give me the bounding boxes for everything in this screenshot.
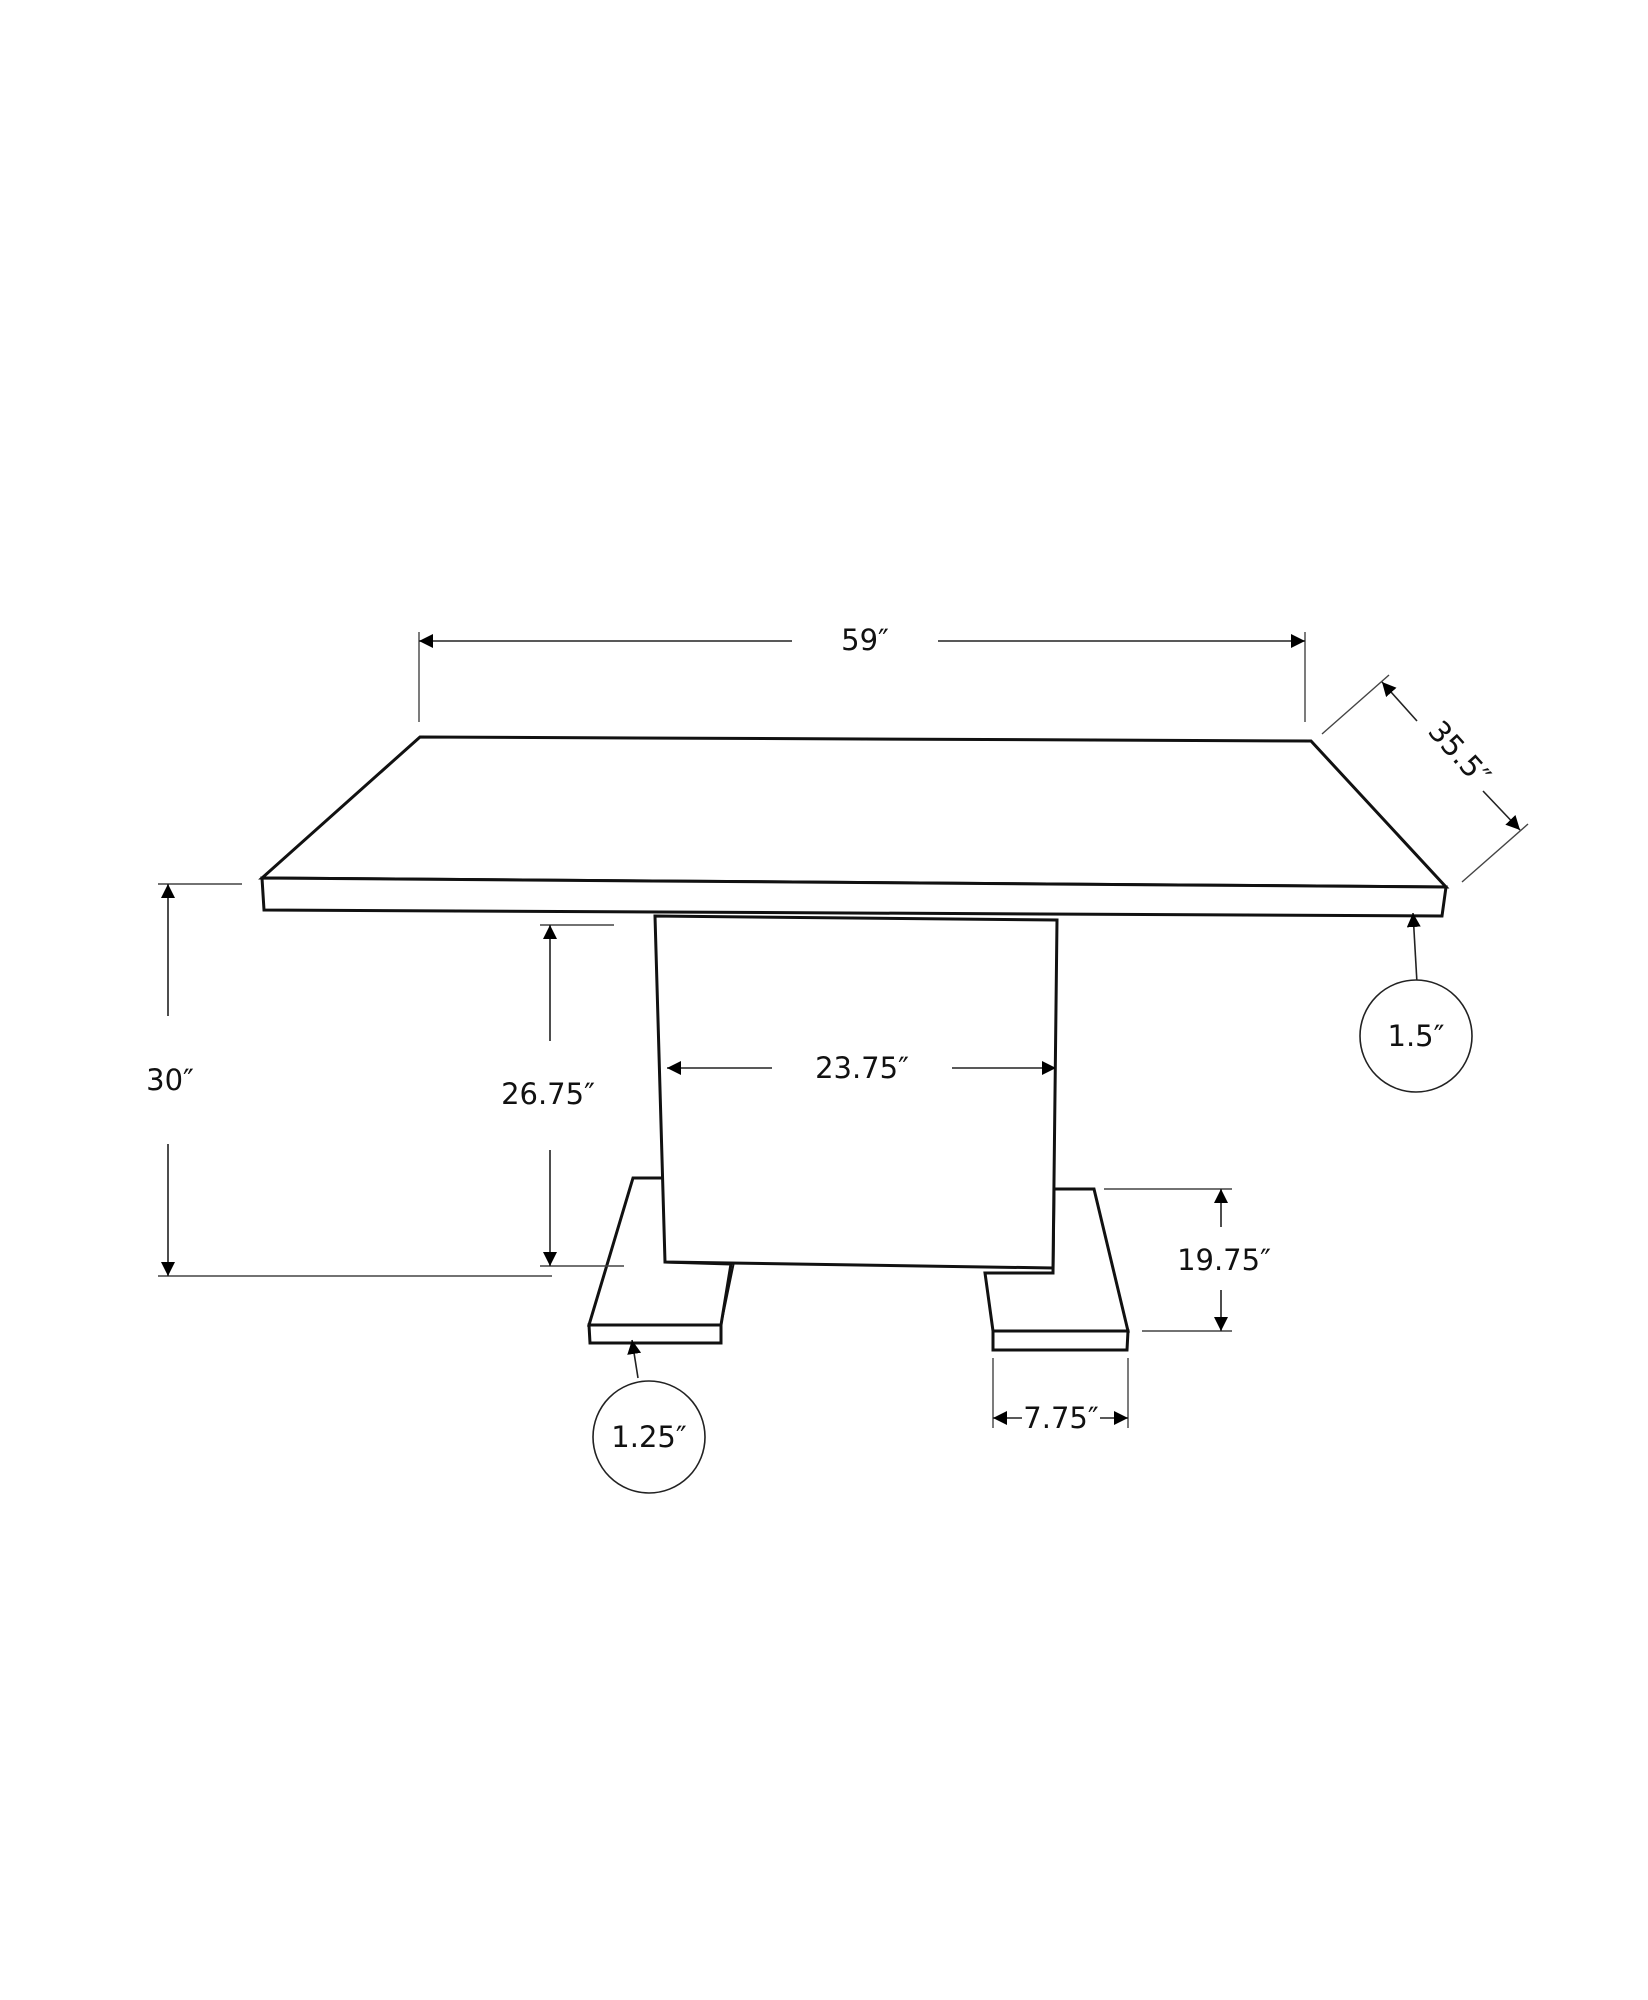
foot-length-dimension: 19.75″ [1104,1188,1271,1332]
depth-label: 35.5″ [1422,714,1498,793]
foot-thickness-callout: 1.25″ [592,1339,706,1494]
right-foot [983,1187,1130,1352]
height-dimension: 30″ [146,883,552,1277]
tabletop [258,735,1450,918]
foot-width-label: 7.75″ [1023,1401,1099,1435]
foot-length-label: 19.75″ [1177,1243,1271,1277]
width-dimension: 59″ [418,623,1306,722]
pedestal-height-dimension: 26.75″ [501,924,624,1267]
pedestal-width-dimension: 23.75″ [667,1051,1056,1085]
pedestal-width-label: 23.75″ [815,1051,909,1085]
left-foot [586,1176,735,1345]
pedestal [653,914,1059,1270]
top-thickness-callout: 1.5″ [1359,912,1473,1093]
foot-thickness-label: 1.25″ [611,1420,687,1454]
top-thickness-label: 1.5″ [1388,1019,1445,1053]
height-label: 30″ [146,1063,194,1097]
foot-width-dimension: 7.75″ [992,1358,1129,1435]
pedestal-height-label: 26.75″ [501,1077,595,1111]
width-label: 59″ [841,623,889,657]
